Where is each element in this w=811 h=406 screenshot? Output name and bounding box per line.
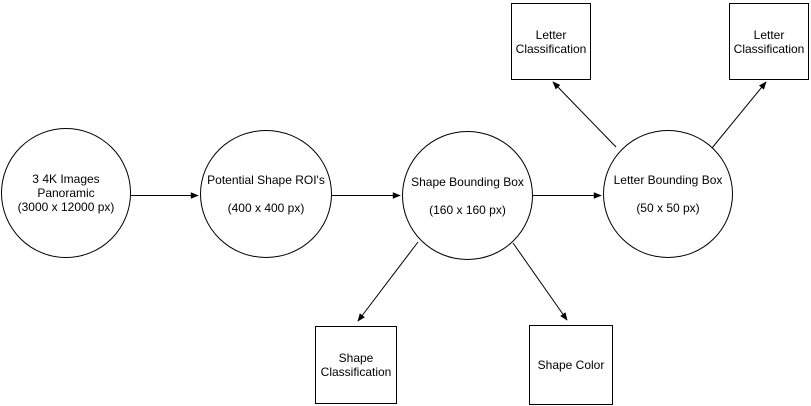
node-potential-shape-rois: Potential Shape ROI's (400 x 400 px): [200, 130, 332, 258]
arrow-shape-bbox-to-shape-classification: [357, 241, 419, 322]
node-shape-bounding-box-label: Shape Bounding Box (160 x 160 px): [411, 174, 524, 217]
arrow-letter-bbox-to-letter-classification-left: [552, 81, 617, 148]
node-shape-classification: Shape Classification: [315, 326, 397, 404]
node-shape-bounding-box: Shape Bounding Box (160 x 160 px): [402, 131, 533, 260]
node-letter-bounding-box: Letter Bounding Box (50 x 50 px): [603, 130, 733, 258]
node-letter-classification-right: Letter Classification: [729, 3, 809, 80]
node-shape-color-label: Shape Color: [537, 358, 605, 372]
node-potential-shape-rois-label: Potential Shape ROI's (400 x 400 px): [207, 173, 325, 215]
node-letter-classification-left: Letter Classification: [511, 3, 591, 80]
node-panoramic-images-label: 3 4K Images Panoramic (3000 x 12000 px): [17, 172, 115, 214]
node-letter-classification-left-label: Letter Classification: [515, 27, 587, 56]
arrow-letter-bbox-to-letter-classification-right: [711, 81, 767, 149]
arrow-shape-bbox-to-shape-color: [512, 242, 568, 321]
node-shape-classification-label: Shape Classification: [320, 351, 392, 379]
node-letter-classification-right-label: Letter Classification: [733, 27, 805, 56]
node-letter-bounding-box-label: Letter Bounding Box (50 x 50 px): [613, 173, 723, 215]
node-shape-color: Shape Color: [529, 325, 613, 405]
node-panoramic-images: 3 4K Images Panoramic (3000 x 12000 px): [1, 128, 131, 258]
